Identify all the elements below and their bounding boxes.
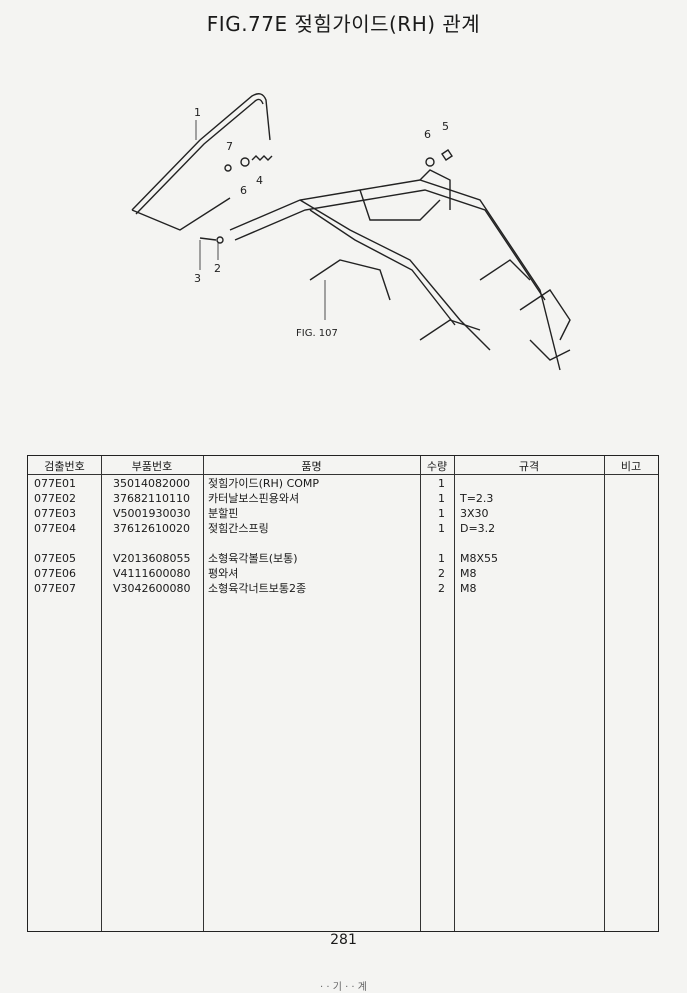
cell-part: V2013608055 bbox=[113, 552, 191, 565]
header-qty: 수량 bbox=[426, 460, 448, 473]
callout-5: 5 bbox=[442, 120, 449, 133]
callout-1: 1 bbox=[194, 106, 201, 119]
cell-name: 평와셔 bbox=[208, 567, 239, 580]
parts-table: 검출번호 부품번호 품명 수량 규격 비고 077E01 35014082000… bbox=[27, 455, 659, 932]
frame bbox=[229, 179, 561, 371]
callout-3: 3 bbox=[194, 272, 201, 285]
footer-text: · · 기 · · 계 bbox=[319, 982, 367, 993]
cell-spec: T=2.3 bbox=[460, 492, 494, 505]
guide-rod bbox=[131, 93, 271, 211]
callout-6: 6 bbox=[424, 128, 431, 141]
cell-part: 35014082000 bbox=[113, 477, 190, 490]
callout-2: 2 bbox=[214, 262, 221, 275]
cell-part: V5001930030 bbox=[113, 507, 191, 520]
header-spec: 규격 bbox=[518, 460, 540, 473]
cell-part: 37612610020 bbox=[113, 522, 190, 535]
page-title: FIG.77E 젖힘가이드(RH) 관계 bbox=[206, 12, 481, 36]
cell-qty: 1 bbox=[438, 522, 445, 535]
cell-part: 37682110110 bbox=[113, 492, 190, 505]
cell-no: 077E03 bbox=[34, 507, 76, 520]
fig-ref-label: FIG. 107 bbox=[296, 328, 338, 339]
cell-qty: 1 bbox=[438, 507, 445, 520]
cell-qty: 1 bbox=[438, 477, 445, 490]
cell-spec: M8 bbox=[460, 567, 477, 580]
header-detect-no: 검출번호 bbox=[44, 460, 85, 473]
callout-7: 7 bbox=[226, 140, 233, 153]
header-part-no: 부품번호 bbox=[131, 460, 173, 473]
cell-spec: D=3.2 bbox=[460, 522, 496, 535]
cell-no: 077E02 bbox=[34, 492, 76, 505]
cell-name: 분할핀 bbox=[208, 507, 239, 520]
cell-no: 077E01 bbox=[34, 477, 76, 490]
cell-no: 077E06 bbox=[34, 567, 76, 580]
spring bbox=[251, 155, 273, 161]
cell-no: 077E04 bbox=[34, 522, 76, 535]
cell-spec: M8X55 bbox=[460, 552, 499, 565]
parts-diagram: 1 2 3 4 5 6 6 7 FIG. 107 bbox=[131, 93, 571, 371]
cell-part: V3042600080 bbox=[113, 582, 191, 595]
page-number: 281 bbox=[330, 932, 357, 948]
cell-part: V4111600080 bbox=[113, 567, 191, 580]
cell-qty: 1 bbox=[438, 552, 445, 565]
cell-spec: M8 bbox=[460, 582, 477, 595]
header-note: 비고 bbox=[620, 460, 642, 473]
callout-4: 4 bbox=[256, 174, 263, 187]
cell-name: 소형육각너트보통2종 bbox=[208, 582, 307, 595]
cell-qty: 2 bbox=[438, 567, 445, 580]
callout-6b: 6 bbox=[240, 184, 247, 197]
cell-spec: 3X30 bbox=[460, 507, 489, 520]
cell-name: 젖힘가이드(RH) COMP bbox=[208, 477, 320, 490]
cell-no: 077E05 bbox=[34, 552, 76, 565]
cell-no: 077E07 bbox=[34, 582, 76, 595]
header-name: 품명 bbox=[301, 460, 322, 473]
cell-name: 소형육각볼트(보통) bbox=[208, 552, 298, 565]
cell-name: 카터날보스핀용와셔 bbox=[208, 492, 300, 505]
cell-qty: 1 bbox=[438, 492, 445, 505]
cell-qty: 2 bbox=[438, 582, 445, 595]
cell-name: 젖힘간스프링 bbox=[208, 522, 269, 535]
